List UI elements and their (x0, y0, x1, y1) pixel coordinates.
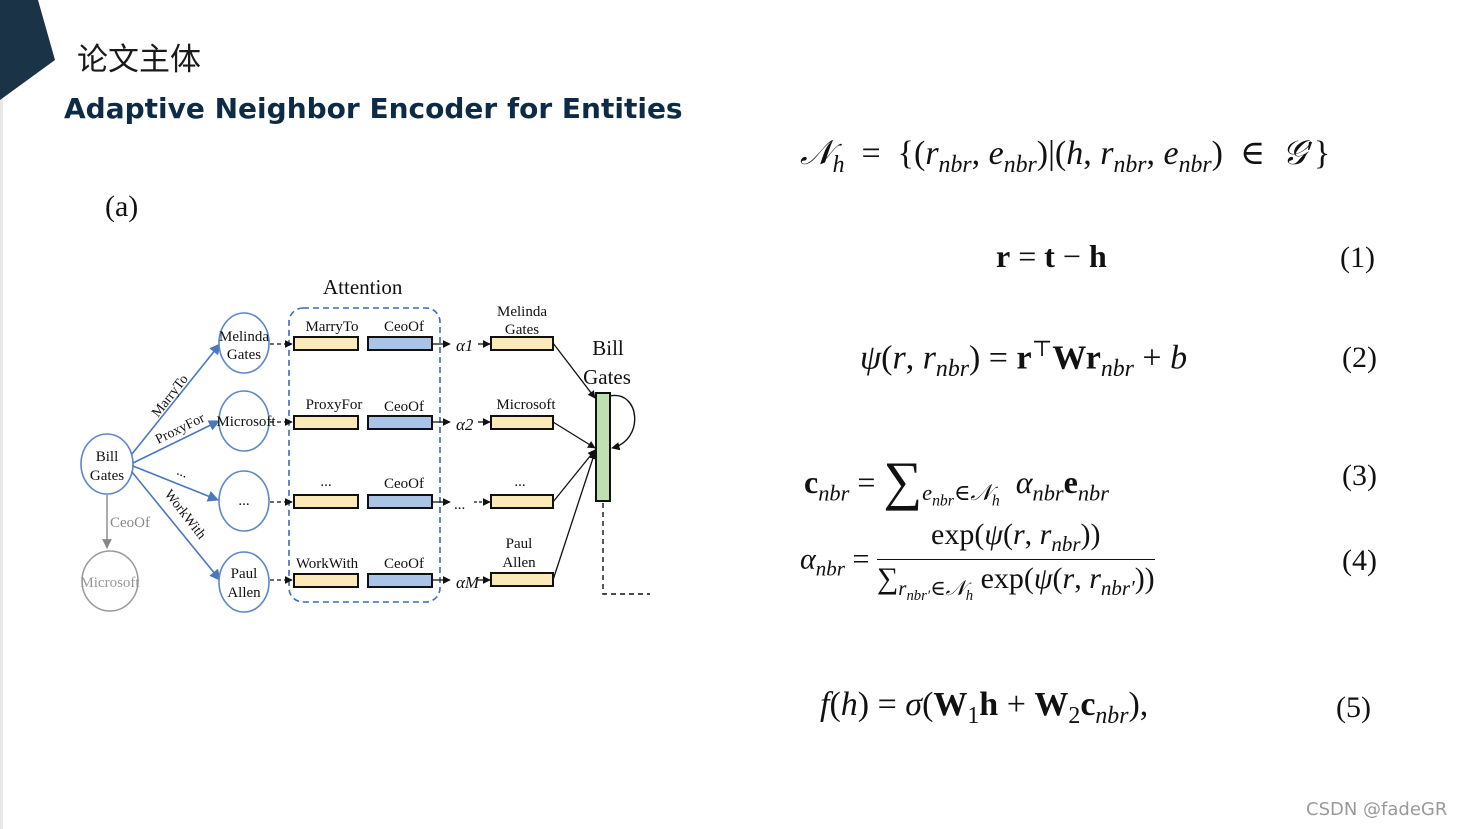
row-4-alpha: αM (456, 573, 480, 592)
row-1-target-rel: CeoOf (384, 319, 424, 335)
edge-4 (131, 471, 221, 581)
edge-2 (132, 420, 221, 464)
attention-row-3: ... CeoOf ... ... (270, 474, 554, 513)
neighbor-node-2: Microsoft (216, 390, 276, 452)
neighbor-node-1: Melinda Gates (218, 312, 270, 374)
row-3-alpha: ... (454, 497, 465, 513)
self-loop (609, 394, 636, 451)
edge-label-1: MarryTo (149, 372, 191, 420)
row-3-out: ... (514, 474, 525, 490)
neighbor-node-1-line1: Melinda (219, 329, 269, 345)
equation-5-number: (5) (1336, 691, 1371, 724)
equation-5: f(h) = σ(W1h + W2cnbr), (820, 686, 1149, 729)
center-node-line2: Gates (90, 468, 124, 484)
row-2-target-rel: CeoOf (384, 399, 424, 415)
neighbor-node-2-label: Microsoft (216, 414, 276, 430)
output-vector (595, 392, 611, 502)
agg-arrow-2 (552, 421, 596, 449)
corner-decoration (0, 0, 55, 100)
attention-row-2: ProxyFor CeoOf α2 Microsoft (270, 397, 556, 434)
row-2-rel: ProxyFor (306, 397, 363, 413)
row-1-alpha: α1 (456, 336, 473, 355)
edge-label-3: ... (175, 464, 190, 482)
equation-2: ψ(r, rnbr) = r⊤Wrnbr + b (860, 336, 1188, 383)
attention-box (288, 307, 441, 603)
neighbor-node-1-line2: Gates (227, 347, 261, 363)
output-label-line2: Gates (583, 365, 631, 389)
neighbor-node-3-label: ... (238, 493, 249, 509)
neighbor-node-3: ... (218, 470, 270, 532)
row-4-out-line1: Paul (506, 536, 533, 552)
neighbor-node-4-line2: Allen (227, 585, 261, 601)
row-3-rel: ... (320, 474, 331, 490)
neighbor-node-4: Paul Allen (218, 551, 270, 613)
attention-label: Attention (323, 275, 403, 299)
row-2-alpha: α2 (456, 415, 474, 434)
main-title: Adaptive Neighbor Encoder for Entities (64, 92, 683, 125)
section-title: 论文主体 (77, 42, 201, 78)
row-4-out-line2: Allen (502, 555, 536, 571)
row-4-rel: WorkWith (296, 556, 359, 572)
equation-neighbor-set: 𝒩h = {(rnbr, enbr)|(h, rnbr, enbr) ∈ 𝒢′} (800, 135, 1331, 178)
equation-4-number: (4) (1342, 544, 1377, 577)
equation-1: r = t − h (996, 238, 1107, 274)
equation-3-number: (3) (1342, 459, 1377, 492)
agg-arrow-4 (552, 451, 597, 581)
edge-3 (132, 465, 220, 502)
bottom-node: Microsoft (80, 550, 140, 612)
agg-arrow-3 (552, 449, 596, 503)
watermark: CSDN @fadeGR (1306, 799, 1448, 820)
attention-row-4: WorkWith CeoOf αM Paul Allen (270, 536, 554, 592)
bottom-edge-label: CeoOf (110, 515, 150, 531)
row-3-target-rel: CeoOf (384, 476, 424, 492)
bottom-node-label: Microsoft (80, 575, 140, 591)
row-1-out-line1: Melinda (497, 304, 547, 320)
equation-4: αnbr = exp(ψ(r, rnbr)) ∑rnbr′∈𝒩h exp(ψ(r… (800, 518, 1155, 605)
equation-2-number: (2) (1342, 341, 1377, 374)
center-node: Bill Gates (80, 433, 134, 495)
left-edge-bar (0, 0, 3, 829)
center-node-line1: Bill (96, 449, 119, 465)
edge-label-4: WorkWith (161, 487, 209, 542)
equation-3: cnbr = ∑enbr∈𝒩h αnbrenbr (804, 451, 1109, 511)
row-1-rel: MarryTo (305, 319, 358, 335)
edge-1 (131, 343, 221, 455)
agg-arrow-1 (552, 342, 596, 399)
output-dashed (602, 503, 650, 595)
row-2-out: Microsoft (496, 397, 556, 413)
attention-row-1: MarryTo CeoOf α1 Melinda Gates (270, 304, 554, 355)
row-1-out-line2: Gates (505, 322, 539, 338)
row-4-target-rel: CeoOf (384, 556, 424, 572)
output-label-line1: Bill (592, 336, 624, 360)
neighbor-encoder-diagram: (a) Attention Bill Gates CeoOf Microsoft… (80, 190, 650, 613)
equation-1-number: (1) (1340, 241, 1375, 274)
neighbor-node-4-line1: Paul (231, 566, 258, 582)
panel-label: (a) (105, 190, 138, 223)
